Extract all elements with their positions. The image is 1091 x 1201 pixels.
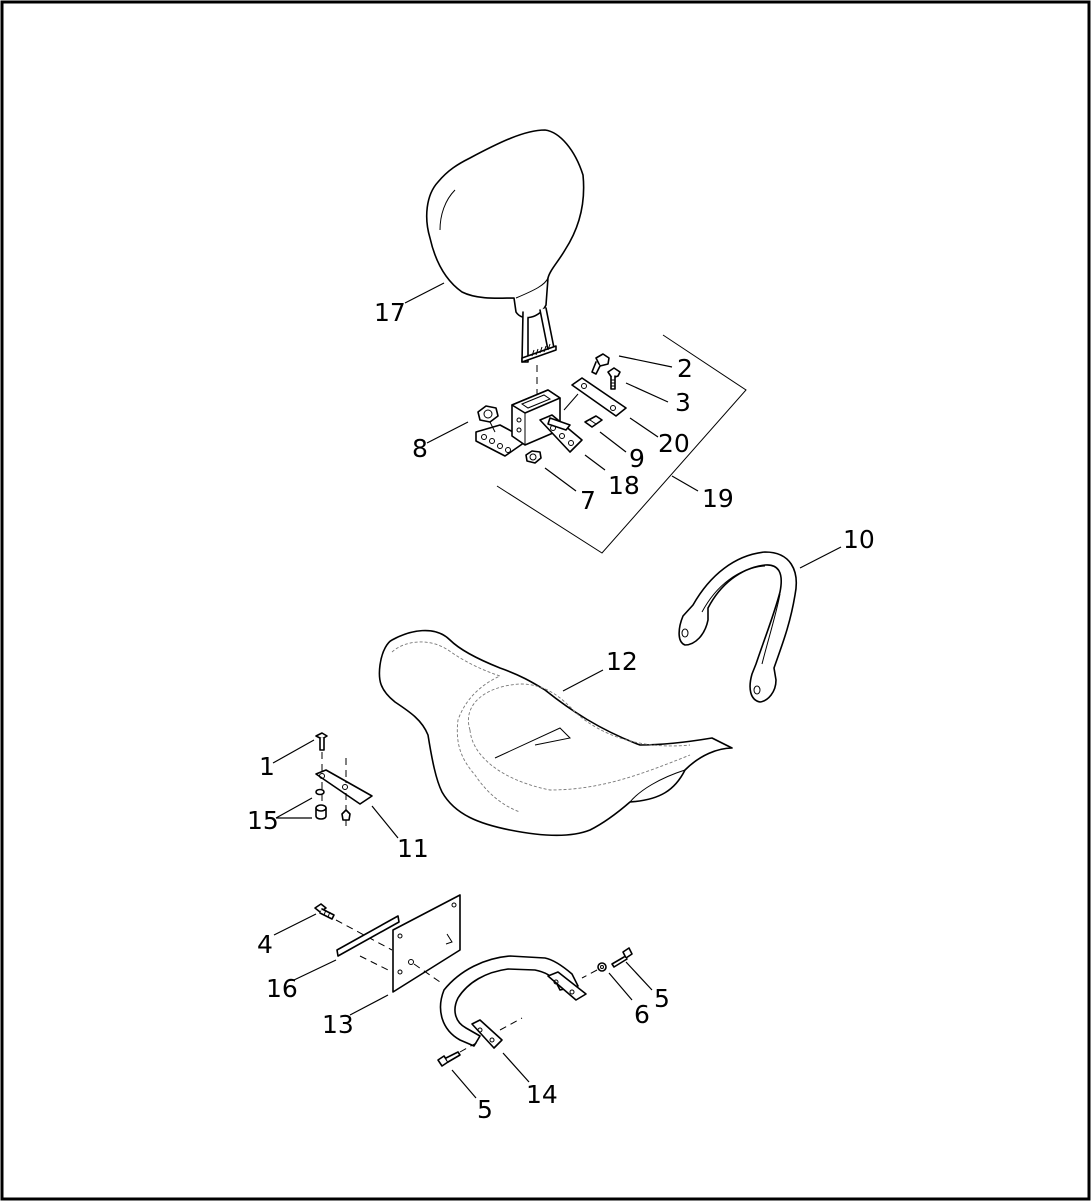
callout-3: 3 [675, 388, 691, 417]
callout-11: 11 [397, 834, 429, 863]
nut-8 [477, 405, 499, 433]
callout-9: 9 [629, 444, 645, 473]
callout-14: 14 [526, 1080, 558, 1109]
plate-bracket-13 [359, 894, 461, 993]
callout-5-lower: 5 [477, 1095, 493, 1124]
clip-20 [584, 415, 603, 428]
callout-4: 4 [257, 930, 273, 959]
callout-5-right: 5 [654, 984, 670, 1013]
callout-6: 6 [634, 1000, 650, 1029]
support-frame-14 [439, 955, 587, 1049]
callout-15: 15 [247, 806, 279, 835]
nut-7 [525, 450, 542, 464]
plate-9 [563, 377, 627, 417]
screws-2-3 [591, 353, 621, 390]
seat [378, 629, 733, 837]
leader-lines [272, 282, 842, 1099]
spacer-16 [336, 915, 400, 957]
callout-20: 20 [658, 429, 690, 458]
callout-8: 8 [412, 434, 428, 463]
callout-10: 10 [843, 525, 875, 554]
callout-7: 7 [580, 486, 596, 515]
callout-17: 17 [374, 298, 406, 327]
backrest-pad [425, 129, 585, 398]
callout-2: 2 [677, 354, 693, 383]
callout-13: 13 [322, 1010, 354, 1039]
bolt-washer-right [581, 947, 633, 979]
bolt-4 [314, 903, 393, 951]
bracket-11 [315, 758, 373, 826]
callout-1: 1 [259, 752, 275, 781]
callout-18: 18 [608, 471, 640, 500]
callout-19: 19 [702, 484, 734, 513]
bolt-lower [437, 1041, 479, 1067]
washer-spacer-15 [315, 788, 327, 820]
bracket-kit-outline [496, 334, 747, 554]
callout-16: 16 [266, 974, 298, 1003]
mount-bracket [475, 389, 583, 457]
screw-1 [315, 732, 328, 772]
seat-strap [678, 551, 797, 703]
callout-12: 12 [606, 647, 638, 676]
